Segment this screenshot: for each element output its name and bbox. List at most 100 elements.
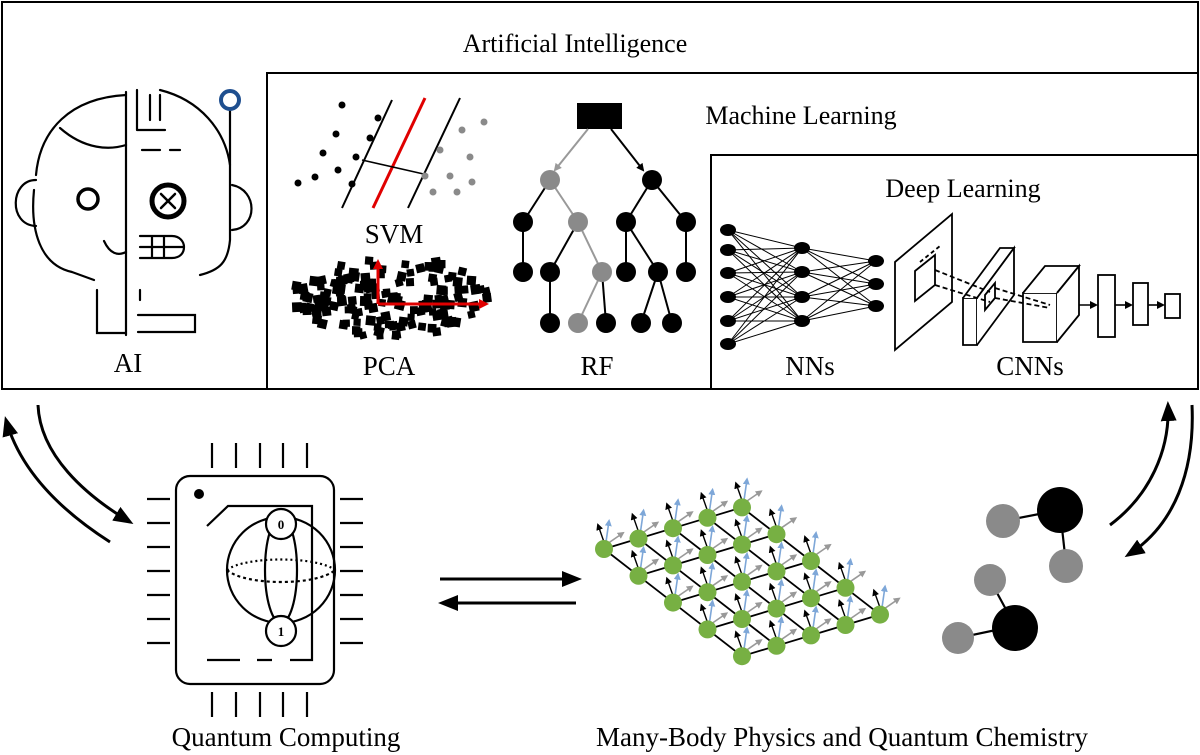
pca-point	[310, 305, 322, 317]
pca-point	[308, 275, 320, 287]
lattice-site	[664, 556, 682, 575]
qubit-1-label: 1	[278, 624, 285, 639]
nn-neuron	[720, 267, 736, 279]
rf-label: RF	[580, 351, 613, 381]
pca-point	[299, 290, 310, 301]
nn-edge	[801, 260, 877, 298]
nn-edge	[727, 249, 803, 298]
nn-neuron	[720, 291, 736, 303]
pca-point	[396, 271, 407, 282]
nn-edge	[801, 247, 877, 307]
pca-point	[321, 297, 331, 307]
nn-edge	[801, 247, 877, 262]
pca-point	[481, 286, 491, 296]
spin-arrow	[734, 518, 743, 538]
ml-box-title: Machine Learning	[705, 101, 896, 130]
spin-arrow	[699, 603, 709, 623]
rf-tree-icon	[513, 103, 696, 333]
pca-point	[447, 271, 457, 281]
pca-point	[354, 307, 364, 317]
spin-arrow	[742, 514, 750, 538]
pca-point	[351, 326, 361, 335]
spin-arrow	[604, 519, 612, 543]
spin-arrow	[639, 508, 647, 532]
robot-face-icon	[14, 88, 253, 337]
pca-point	[298, 303, 309, 314]
lattice-site	[698, 546, 717, 564]
nn-edge	[727, 229, 803, 249]
pca-point	[365, 315, 376, 326]
lattice-site	[733, 498, 751, 517]
spin-arrow	[742, 626, 750, 650]
pca-point	[427, 273, 438, 283]
pca-point	[360, 272, 371, 283]
lattice-site	[698, 583, 717, 602]
pca-point	[336, 296, 348, 307]
pca-point	[437, 307, 449, 319]
ai-box-title: Artificial Intelligence	[463, 29, 688, 58]
chip-dot	[194, 489, 204, 499]
pca-point	[364, 256, 374, 266]
lattice-site	[767, 599, 786, 618]
lattice-site	[733, 647, 751, 666]
pca-point	[406, 268, 415, 277]
quantum-computing-label: Quantum Computing	[172, 722, 401, 752]
spin-arrow	[665, 502, 674, 522]
spin-arrow	[768, 545, 778, 565]
pca-point	[373, 323, 382, 332]
lattice-site	[664, 519, 682, 538]
spin-lattice-icon	[595, 477, 901, 666]
nn-neuron	[794, 242, 810, 254]
spin-arrow	[708, 487, 716, 511]
spin-arrow	[846, 557, 854, 581]
nn-edge	[727, 296, 803, 322]
spin-arrow	[708, 562, 716, 586]
lattice-site	[733, 572, 751, 591]
spin-arrow	[630, 512, 640, 532]
lattice-site	[595, 540, 613, 558]
lattice-site	[802, 552, 820, 570]
pca-point	[292, 286, 301, 295]
lattice-site	[629, 566, 648, 585]
lattice-site	[767, 562, 786, 581]
right-curved-arrows	[1109, 401, 1194, 558]
cnn-icon	[894, 212, 1181, 352]
qubit-0-label: 0	[278, 517, 285, 532]
spin-arrow	[803, 609, 812, 629]
nn-edge	[801, 260, 877, 273]
nn-neuron	[720, 338, 736, 350]
pca-point	[311, 314, 323, 325]
pca-point	[405, 278, 415, 287]
pca-point	[427, 323, 437, 333]
pca-point	[338, 319, 349, 330]
lattice-site	[629, 529, 648, 548]
physics-label: Many-Body Physics and Quantum Chemistry	[596, 722, 1088, 752]
pca-point	[436, 284, 447, 296]
spin-arrow	[803, 572, 812, 592]
lattice-site	[802, 626, 820, 645]
nn-edge	[727, 296, 803, 345]
spin-arrow	[880, 584, 888, 608]
cnns-label: CNNs	[996, 351, 1064, 381]
pca-point	[353, 318, 361, 326]
nn-edge	[801, 271, 877, 285]
pca-point	[428, 262, 439, 273]
pca-point	[336, 260, 346, 270]
pca-point	[454, 285, 462, 294]
spin-arrow	[777, 578, 785, 602]
pca-point	[417, 322, 427, 331]
spin-arrow	[777, 541, 785, 565]
lattice-site	[698, 620, 717, 639]
spin-arrow	[665, 539, 674, 559]
spin-arrow	[837, 561, 847, 582]
nn-neuron	[794, 291, 810, 303]
pca-point	[386, 320, 396, 330]
lattice-site	[871, 605, 889, 624]
spin-arrow	[803, 535, 812, 555]
spin-arrow	[734, 555, 743, 576]
pca-point	[467, 300, 480, 313]
lattice-site	[767, 525, 786, 544]
pca-point	[328, 300, 340, 312]
dl-box	[710, 154, 1199, 390]
lattice-site	[664, 593, 682, 612]
